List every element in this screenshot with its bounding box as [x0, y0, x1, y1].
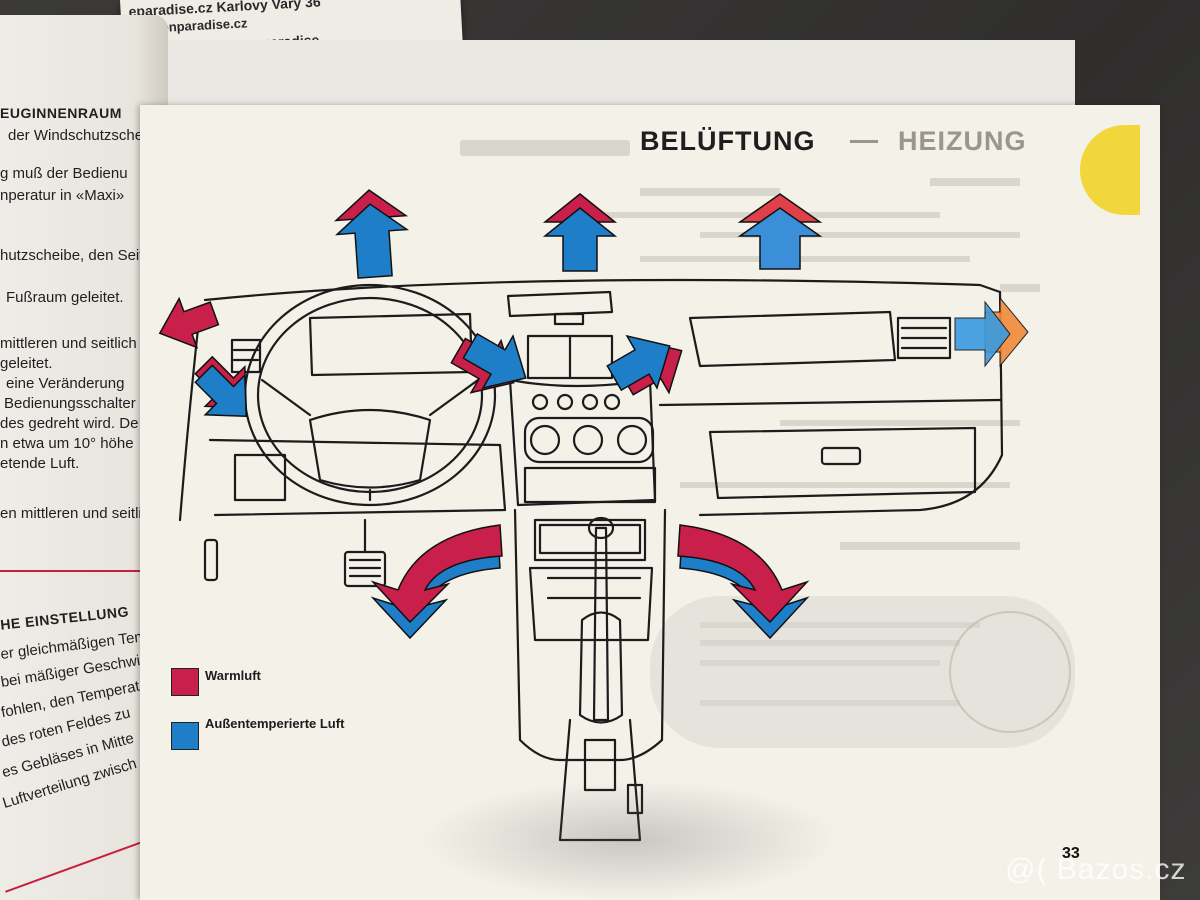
watermark-text: Bazos.cz: [1056, 853, 1187, 886]
shadow: [420, 780, 840, 900]
left-page-line: mittleren und seitlich: [0, 335, 137, 352]
left-page-line: geleitet.: [0, 355, 53, 372]
legend-label-warm: Warmluft: [205, 668, 261, 683]
legend-swatch-warm: [171, 668, 199, 696]
left-page-line: etende Luft.: [0, 455, 80, 472]
left-page-line: der Windschutzsche: [8, 127, 144, 144]
left-page-line: hutzscheibe, den Seit: [0, 247, 144, 264]
watermark-symbol: @(: [1005, 853, 1048, 886]
watermark: @( Bazos.cz: [1005, 853, 1187, 887]
defrost-arrow-left: [334, 189, 410, 279]
left-page-line: en mittleren und seitlich: [0, 505, 158, 522]
legend-swatch-outside: [171, 722, 199, 750]
left-page-line: des gedreht wird. De: [0, 415, 139, 432]
left-page-line: eine Veränderung: [6, 375, 125, 392]
defrost-arrow-center: [542, 193, 618, 272]
side-vent-arrow-right: [954, 296, 1029, 368]
page-title: BELÜFTUNG: [640, 126, 816, 156]
side-vent-arrow-left-blue: [194, 355, 247, 417]
left-page-line: EUGINNENRAUM: [0, 105, 122, 121]
center-vent-arrow-left: [450, 332, 527, 394]
left-page-line: Bedienungsschalter: [4, 395, 136, 412]
center-vent-arrow-right: [606, 334, 683, 396]
legend-label-outside: Außentemperierte Luft: [205, 716, 345, 731]
dashboard-linework: [178, 278, 1004, 842]
show-through-panel: [650, 596, 1075, 748]
show-through-knob: [949, 611, 1071, 733]
side-vent-arrow-left: [158, 296, 220, 349]
page-number: 33: [1062, 845, 1080, 862]
red-rule: [0, 570, 168, 572]
title-dash: [850, 140, 878, 143]
page-subtitle: HEIZUNG: [898, 126, 1027, 156]
left-page-line: n etwa um 10° höhe: [0, 435, 134, 452]
left-page-line: Fußraum geleitet.: [6, 289, 124, 306]
defrost-arrow-right: [737, 193, 823, 270]
left-page-line: g muß der Bedienu: [0, 165, 128, 182]
footwell-arrow-right: [677, 524, 810, 640]
left-page-line: nperatur in «Maxi»: [0, 187, 125, 204]
footwell-arrow-left: [370, 524, 503, 640]
